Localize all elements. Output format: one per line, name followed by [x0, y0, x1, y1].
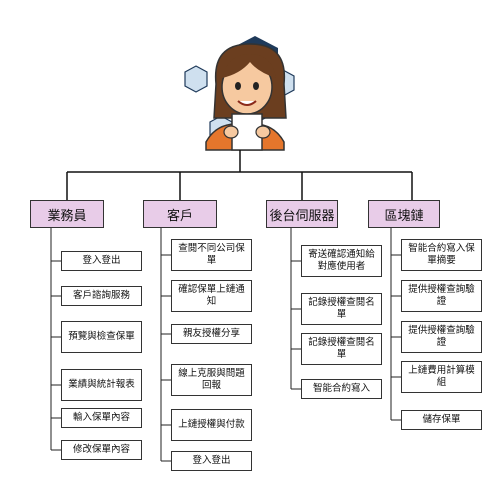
backend-item: 寄送確認通知給對應使用者: [301, 245, 382, 277]
blockchain-item: 智能合約寫入保單摘要: [401, 239, 482, 271]
backend-item: 記錄授權查閱名單: [301, 293, 382, 325]
customer-item: 登入登出: [171, 451, 252, 471]
blockchain-item: 提供授權查詢驗證: [401, 280, 482, 312]
salesperson-item: 輸入保單內容: [61, 408, 142, 428]
customer-item: 確認保單上鏈通知: [171, 280, 252, 312]
category-salesperson: 業務員: [30, 200, 104, 228]
blockchain-item: 提供授權查詢驗證: [401, 321, 482, 353]
category-customer: 客戶: [143, 200, 217, 228]
backend-item: 記錄授權查閱名單: [301, 333, 382, 365]
customer-item: 查閱不同公司保單: [171, 239, 252, 271]
category-backend-server: 後台伺服器: [266, 200, 338, 228]
salesperson-item: 業績與統計報表: [61, 369, 142, 401]
customer-item: 親友授權分享: [171, 324, 252, 344]
salesperson-item: 修改保單內容: [61, 440, 142, 460]
customer-item: 線上克服與問題回報: [171, 364, 252, 396]
blockchain-item: 上鏈費用計算模組: [401, 361, 482, 393]
salesperson-item: 預覽與檢查保單: [61, 321, 142, 353]
salesperson-item: 登入登出: [61, 251, 142, 271]
blockchain-item: 儲存保單: [401, 410, 482, 430]
backend-item: 智能合約寫入: [301, 379, 382, 399]
category-blockchain: 區塊鏈: [368, 200, 440, 228]
salesperson-item: 客戶諮詢服務: [61, 286, 142, 306]
person-illustration: [184, 36, 295, 151]
person-icon: [205, 43, 287, 151]
customer-item: 上鏈授權與付款: [171, 409, 252, 441]
